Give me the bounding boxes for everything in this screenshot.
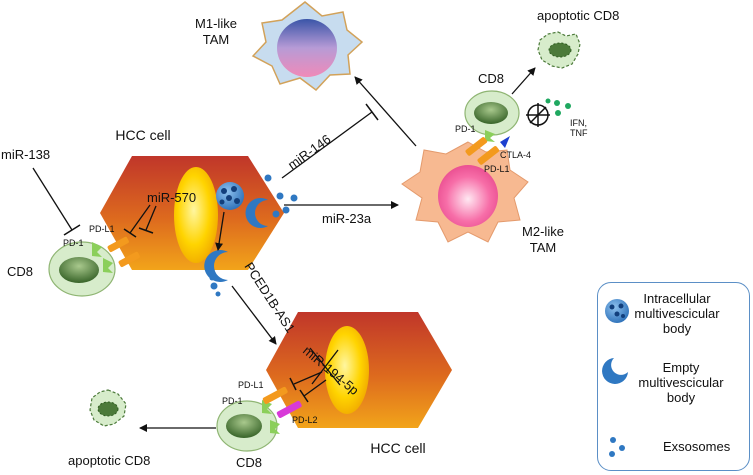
m2-to-m1-arrow [354, 76, 417, 147]
m2-nucleus [438, 165, 498, 227]
ifn-tnf-blocked-icon [526, 103, 550, 127]
pdl1-left-bars [107, 236, 140, 267]
pd1-bottom-receptors [262, 400, 280, 434]
intracellular-mvb-top [216, 182, 244, 210]
mir570-line-1 [129, 204, 151, 234]
apoptotic-cd8-bottom-cell [89, 389, 127, 427]
mir146-label: miR-146 [285, 131, 334, 172]
apoptotic-cd8-top-cell [537, 31, 581, 69]
cd8-right-label: CD8 [478, 71, 504, 86]
ifn-tnf-dots [545, 98, 571, 116]
hcc-bottom-label: HCC cell [370, 440, 425, 456]
mir194-inhibit-line-1 [293, 371, 323, 385]
mir570-line-2 [145, 205, 157, 231]
cd8-bottom-label: CD8 [236, 455, 262, 470]
legend-exosomes-label: Exsosomes [663, 439, 731, 454]
pdl1-right-label: PD-L1 [484, 164, 510, 174]
legend-exosomes-icon [609, 437, 625, 457]
mvb-internal-arrow [215, 211, 225, 251]
mir194-inhibit-line-2 [303, 379, 327, 397]
pced-arrow [231, 285, 277, 345]
hcc-cell-top [100, 156, 284, 270]
empty-mvb-top-right [245, 198, 268, 229]
pd1-bottom-label: PD-1 [222, 396, 243, 406]
ctla4-receptor [500, 136, 510, 148]
exosomes-top [209, 174, 298, 297]
apoptotic-bottom-label: apoptotic CD8 [68, 453, 150, 468]
pd1-right-label: PD-1 [455, 124, 476, 134]
legend-box [597, 282, 750, 471]
cd8-to-apoptotic-top-arrow [511, 67, 536, 95]
cd8-bottom-cell [216, 400, 278, 452]
pd1-right-receptor [485, 130, 495, 142]
mir570-label: miR-570 [147, 190, 196, 205]
pdl2-bottom-label: PD-L2 [292, 415, 318, 425]
hcc-bottom-nucleus [325, 326, 369, 414]
pdl1-bottom-label: PD-L1 [238, 380, 264, 390]
pdl1-bottom-bar [262, 386, 288, 404]
mir570-bar-1 [123, 228, 137, 238]
hcc-cell-bottom [266, 312, 452, 428]
m1-nucleus [277, 19, 337, 77]
empty-mvb-top-bottom [204, 250, 228, 282]
pdl2-bottom-bar [276, 400, 302, 418]
pd1-left-receptors [92, 242, 113, 273]
hcc-top-nucleus [174, 167, 218, 263]
mir194-cross-2 [311, 349, 339, 385]
cd8-left-label: CD8 [7, 264, 33, 279]
mir23a-label: miR-23a [322, 211, 372, 226]
mir194-inhibit-bar-2 [299, 389, 309, 403]
m2-tam-cell [401, 141, 529, 243]
ifn-tnf-label: IFN,TNF [570, 118, 588, 138]
hcc-top-label: HCC cell [115, 127, 170, 143]
apoptotic-top-label: apoptotic CD8 [537, 8, 619, 23]
mir138-label: miR-138 [1, 147, 50, 162]
pdl1-right-bars [465, 137, 500, 165]
pced-label: PCED1B-AS1 [241, 259, 298, 335]
m1-tam-cell [251, 1, 364, 92]
mir570-bar-2 [138, 227, 154, 234]
ctla4-label: CTLA-4 [500, 150, 531, 160]
pd1-left-label: PD-1 [63, 238, 84, 248]
mir138-inhibit-line [32, 167, 73, 231]
mir146-inhibit-bar [365, 103, 379, 121]
pdl1-left-label: PD-L1 [89, 224, 115, 234]
mir138-inhibit-bar [63, 224, 81, 236]
mir194-inhibit-bar-1 [289, 377, 297, 391]
legend-empty-icon [602, 358, 628, 384]
mir146-inhibit-line [281, 111, 373, 179]
legend-intracellular-icon [605, 299, 629, 323]
